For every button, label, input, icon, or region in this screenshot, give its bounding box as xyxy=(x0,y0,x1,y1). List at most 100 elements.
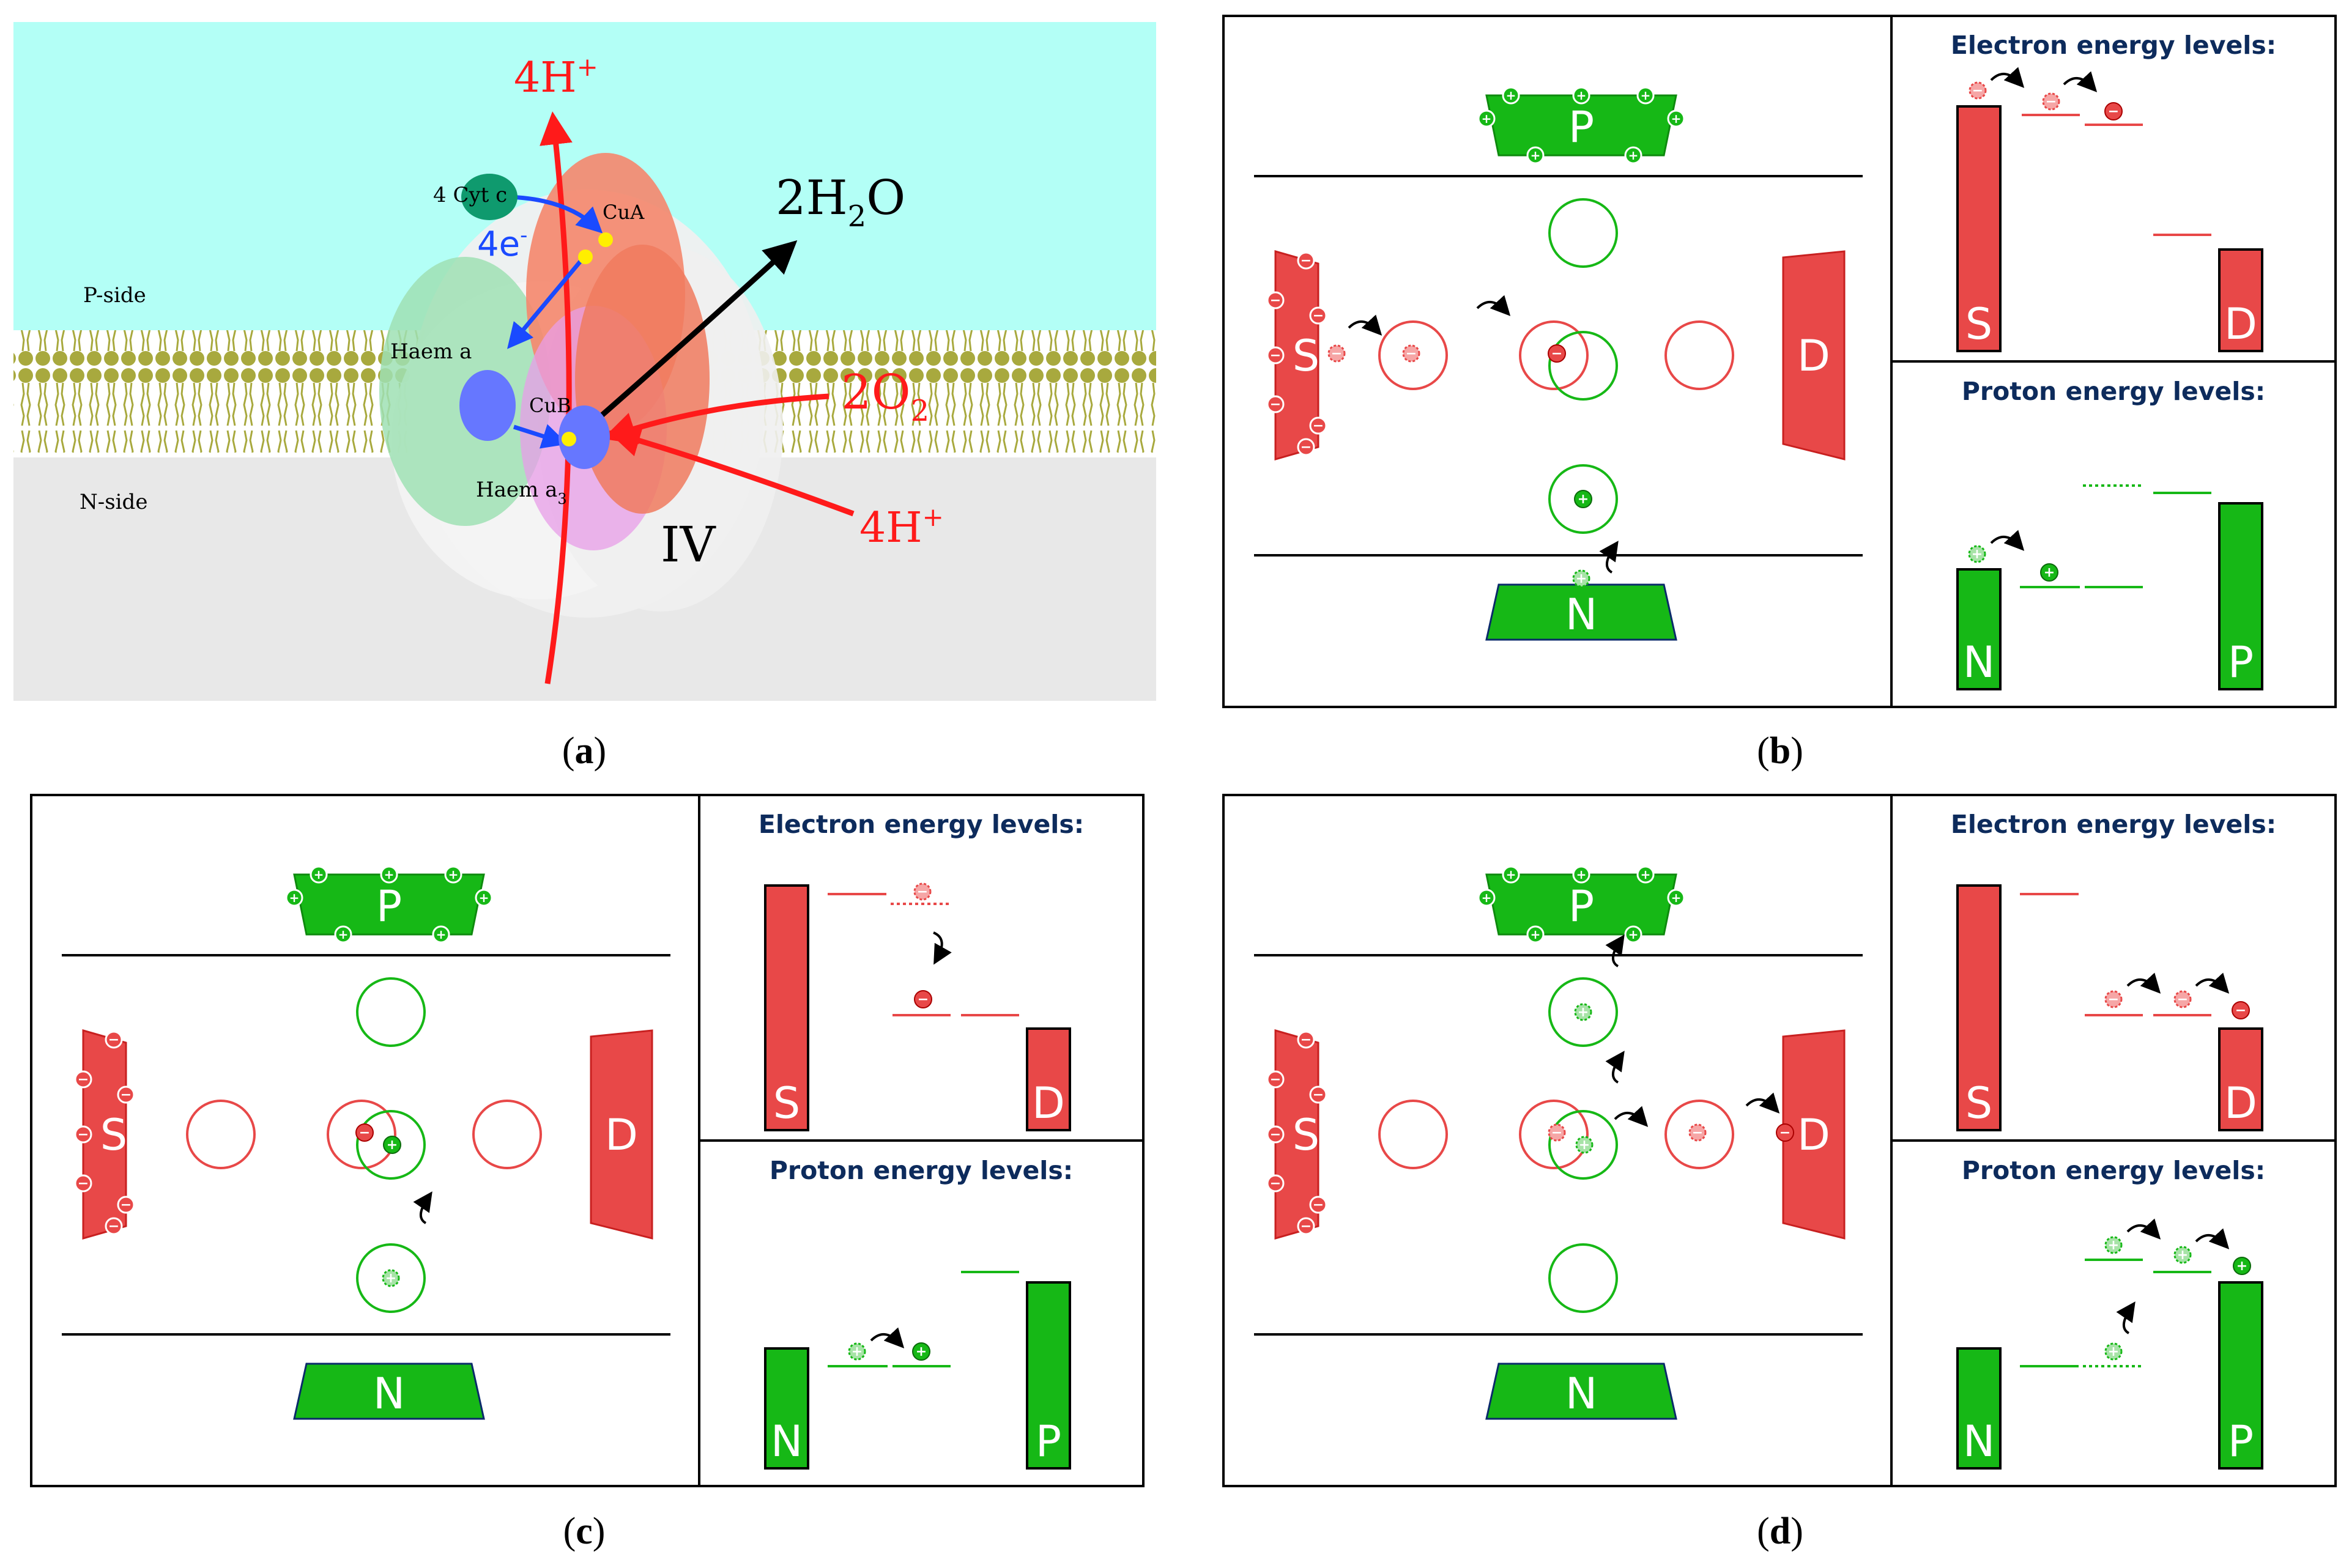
p-reservoir-charge xyxy=(334,925,352,944)
svg-text:−: − xyxy=(1331,346,1342,361)
svg-text:+: + xyxy=(852,1344,863,1359)
haem-a xyxy=(459,370,516,441)
electron-level-s xyxy=(764,884,809,1131)
proton-level-p xyxy=(2218,502,2263,690)
svg-text:+: + xyxy=(2108,1344,2119,1359)
electron-ghost: − xyxy=(1327,344,1346,363)
label-haem-a: Haem a xyxy=(390,339,472,364)
electron-ghost: − xyxy=(1688,1123,1707,1142)
label-2h2o: 2H2O xyxy=(776,171,905,234)
svg-text:+: + xyxy=(1578,492,1589,507)
svg-text:−: − xyxy=(1551,346,1562,361)
s-source-charge-sign: − xyxy=(1270,1176,1281,1191)
svg-text:−: − xyxy=(1972,83,1983,98)
electron: − xyxy=(913,882,932,901)
p-reservoir-charge-sign: + xyxy=(1628,927,1639,942)
electron: − xyxy=(2232,1001,2250,1019)
s-source-charge xyxy=(74,1174,92,1193)
s-source-charge xyxy=(1297,1030,1315,1049)
p-reservoir-charge xyxy=(285,889,303,907)
s-source-charge-sign: − xyxy=(1270,397,1281,412)
center-electron-site xyxy=(327,1100,396,1169)
left-electron-site xyxy=(186,1100,256,1169)
s-source-charge-sign: − xyxy=(1270,1072,1281,1087)
s-source-charge-sign: − xyxy=(78,1176,89,1191)
s-source-charge-sign: − xyxy=(1301,253,1312,268)
transition-arrow xyxy=(2195,1228,2230,1249)
p-reservoir-charge xyxy=(1526,146,1545,165)
s-source-charge-sign: − xyxy=(78,1072,89,1087)
label-4-cyt-c: 4 Cyt c xyxy=(433,183,507,207)
s-source-charge xyxy=(74,1070,92,1089)
label-haem-a3: Haem a3 xyxy=(476,478,567,508)
proton-ghost: + xyxy=(1574,1003,1592,1021)
proton-uptake-arrow xyxy=(607,424,855,517)
center-proton-site xyxy=(1548,1110,1618,1180)
p-reservoir-charge xyxy=(1502,86,1520,105)
label-4h-bottom: 4H+ xyxy=(859,502,944,552)
transition-arrow xyxy=(1605,1051,1625,1084)
svg-text:−: − xyxy=(1779,1125,1791,1141)
svg-text:+: + xyxy=(2108,1238,2119,1253)
d-drain-label: D xyxy=(1797,331,1830,381)
electron: − xyxy=(2104,102,2123,120)
s-source-charge xyxy=(1297,438,1315,456)
transition-arrow xyxy=(1990,530,2025,551)
p-reservoir-charge xyxy=(1624,146,1642,165)
proton: + xyxy=(383,1136,401,1154)
label-p-side: P-side xyxy=(83,283,146,308)
caption-d: (d) xyxy=(1757,1511,1803,1552)
electron: − xyxy=(1969,81,1987,100)
p-reservoir-charge-sign: + xyxy=(384,867,395,882)
transition-arrow xyxy=(1745,1092,1780,1114)
p-reservoir-charge-sign: + xyxy=(314,867,324,882)
s-source-label: S xyxy=(1293,1110,1319,1160)
s-source-charge-sign: − xyxy=(1301,1032,1312,1048)
p-reservoir-charge xyxy=(475,889,493,907)
p-reservoir-charge-sign: + xyxy=(1628,148,1639,163)
electron-level-d-label: D xyxy=(2224,1078,2257,1128)
p-reservoir xyxy=(293,873,485,936)
electron: − xyxy=(355,1123,374,1142)
water-arrow xyxy=(585,240,798,431)
upper-proton-site xyxy=(1548,977,1618,1047)
caption-a: (a) xyxy=(562,730,606,772)
proton: + xyxy=(1968,545,1986,563)
proton-level-n-label: N xyxy=(1963,1416,1995,1466)
proton-levels-title: Proton energy levels: xyxy=(1962,1156,2265,1185)
p-reservoir xyxy=(1485,873,1677,936)
electron-level-s-label: S xyxy=(773,1078,800,1128)
upper-proton-site xyxy=(1548,198,1618,268)
proton: + xyxy=(2104,1342,2123,1361)
center-proton-site xyxy=(356,1110,426,1180)
proton-level-p-label: P xyxy=(2228,1416,2254,1466)
p-reservoir-label: P xyxy=(1568,881,1594,931)
electron: − xyxy=(2104,990,2123,1008)
transition-arrow xyxy=(2126,1218,2161,1240)
electron-level-s xyxy=(1956,105,2002,352)
electron-levels-title: Electron energy levels: xyxy=(759,810,1084,839)
p-reservoir-charge xyxy=(1636,865,1655,884)
panel-a: 4H+ 4 Cyt c 4e- CuA 2H2O P-side N-side H… xyxy=(13,22,1156,701)
proton-level-n-label: N xyxy=(771,1416,803,1466)
p-reservoir-charge-sign: + xyxy=(479,890,489,905)
electron-ghost: − xyxy=(1548,1123,1566,1142)
p-reservoir-label: P xyxy=(1568,102,1594,152)
s-source-charge-sign: − xyxy=(1270,1127,1281,1142)
transition-arrow xyxy=(870,1327,905,1348)
p-reservoir-charge xyxy=(1477,109,1496,128)
svg-text:+: + xyxy=(1579,1137,1590,1153)
transition-arrow xyxy=(1599,541,1619,574)
svg-text:+: + xyxy=(2044,565,2055,580)
d-drain-label: D xyxy=(605,1110,638,1160)
electron-levels-title: Electron energy levels: xyxy=(1951,31,2276,60)
svg-text:+: + xyxy=(387,1137,398,1153)
proton-level-n xyxy=(764,1347,809,1470)
d-drain-label: D xyxy=(1797,1110,1830,1160)
caption-c: (c) xyxy=(563,1511,606,1552)
s-source-charge xyxy=(1266,291,1285,309)
s-source-charge-sign: − xyxy=(1270,293,1281,308)
p-reservoir-charge-sign: + xyxy=(436,927,447,942)
